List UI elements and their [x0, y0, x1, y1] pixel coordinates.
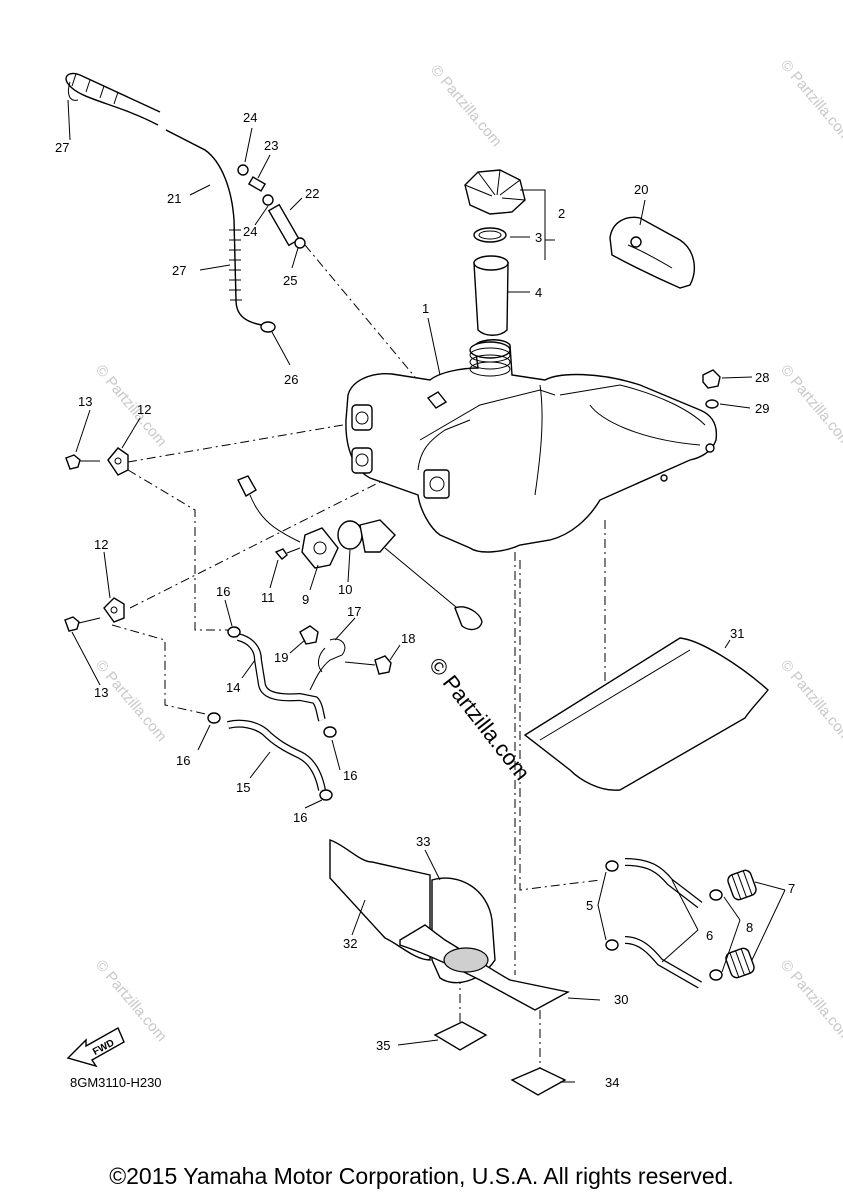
part-number: 33 — [416, 834, 430, 849]
part-number: 12 — [137, 402, 151, 417]
part-number: 31 — [730, 626, 744, 641]
part-number: 20 — [634, 182, 648, 197]
part-number: 22 — [305, 186, 319, 201]
part-number: 28 — [755, 370, 769, 385]
side-covers — [329, 839, 571, 1011]
watermark: © Partzilla.com — [92, 657, 170, 745]
protector-plate — [523, 637, 769, 791]
nut-washer — [702, 369, 721, 409]
part-number: 16 — [293, 810, 307, 825]
part-number: 1 — [422, 301, 429, 316]
part-number: 16 — [216, 584, 230, 599]
part-number: 24 — [243, 110, 257, 125]
part-number: 9 — [302, 592, 309, 607]
part-number: 21 — [167, 191, 181, 206]
hose-clip — [299, 625, 392, 691]
part-number: 2 — [558, 206, 565, 221]
brackets-bolts — [64, 447, 129, 632]
part-number: 15 — [236, 780, 250, 795]
fuel-tank — [345, 339, 718, 553]
part-number: 10 — [338, 582, 352, 597]
part-number: 13 — [94, 685, 108, 700]
part-number: 14 — [226, 680, 240, 695]
watermark: © Partzilla.com — [92, 957, 170, 1045]
leader-lines — [67, 99, 786, 1083]
part-number: 27 — [172, 263, 186, 278]
part-number: 23 — [264, 138, 278, 153]
part-number: 17 — [347, 604, 361, 619]
part-number: 30 — [614, 992, 628, 1007]
watermark: © Partzilla.com — [777, 957, 843, 1045]
diagram-code: 8GM3110-H230 — [70, 1075, 162, 1090]
fuel-sender — [237, 475, 483, 631]
watermark: © Partzilla.com — [777, 362, 843, 450]
tank-strap — [609, 216, 696, 289]
watermark: © Partzilla.com — [777, 657, 843, 745]
alignment-lines — [111, 244, 606, 1070]
part-number: 27 — [55, 140, 69, 155]
part-number: 7 — [788, 881, 795, 896]
part-number: 13 — [78, 394, 92, 409]
part-number: 29 — [755, 401, 769, 416]
part-number: 32 — [343, 936, 357, 951]
watermark: © Partzilla.com — [777, 57, 843, 145]
fwd-arrow: FWD — [66, 1027, 125, 1068]
part-number: 19 — [274, 650, 288, 665]
part-number: 16 — [176, 753, 190, 768]
part-number: 26 — [284, 372, 298, 387]
part-number: 16 — [343, 768, 357, 783]
vent-hoses — [605, 858, 757, 989]
part-number: 25 — [283, 273, 297, 288]
part-number: 18 — [401, 631, 415, 646]
part-number: 5 — [586, 898, 593, 913]
part-number: 34 — [605, 1075, 619, 1090]
pads — [433, 1021, 567, 1096]
part-number: 35 — [376, 1038, 390, 1053]
watermark: © Partzilla.com — [427, 62, 505, 150]
part-number-labels: 27 21 27 24 23 24 22 25 26 2 3 4 1 20 28… — [55, 110, 795, 1090]
fuel-cap-assembly — [464, 169, 526, 336]
fuel-hoses — [207, 626, 337, 801]
breather-hose — [65, 72, 276, 333]
hose-joint — [237, 164, 306, 249]
part-number: 12 — [94, 537, 108, 552]
part-number: 4 — [535, 285, 542, 300]
part-number: 8 — [746, 920, 753, 935]
center-watermark: © Partzilla.com — [424, 653, 535, 785]
copyright-notice: ©2015 Yamaha Motor Corporation, U.S.A. A… — [109, 1163, 734, 1189]
part-number: 11 — [261, 590, 275, 605]
watermark: © Partzilla.com — [92, 362, 170, 450]
part-number: 24 — [243, 224, 257, 239]
part-number: 6 — [706, 928, 713, 943]
part-number: 3 — [535, 230, 542, 245]
